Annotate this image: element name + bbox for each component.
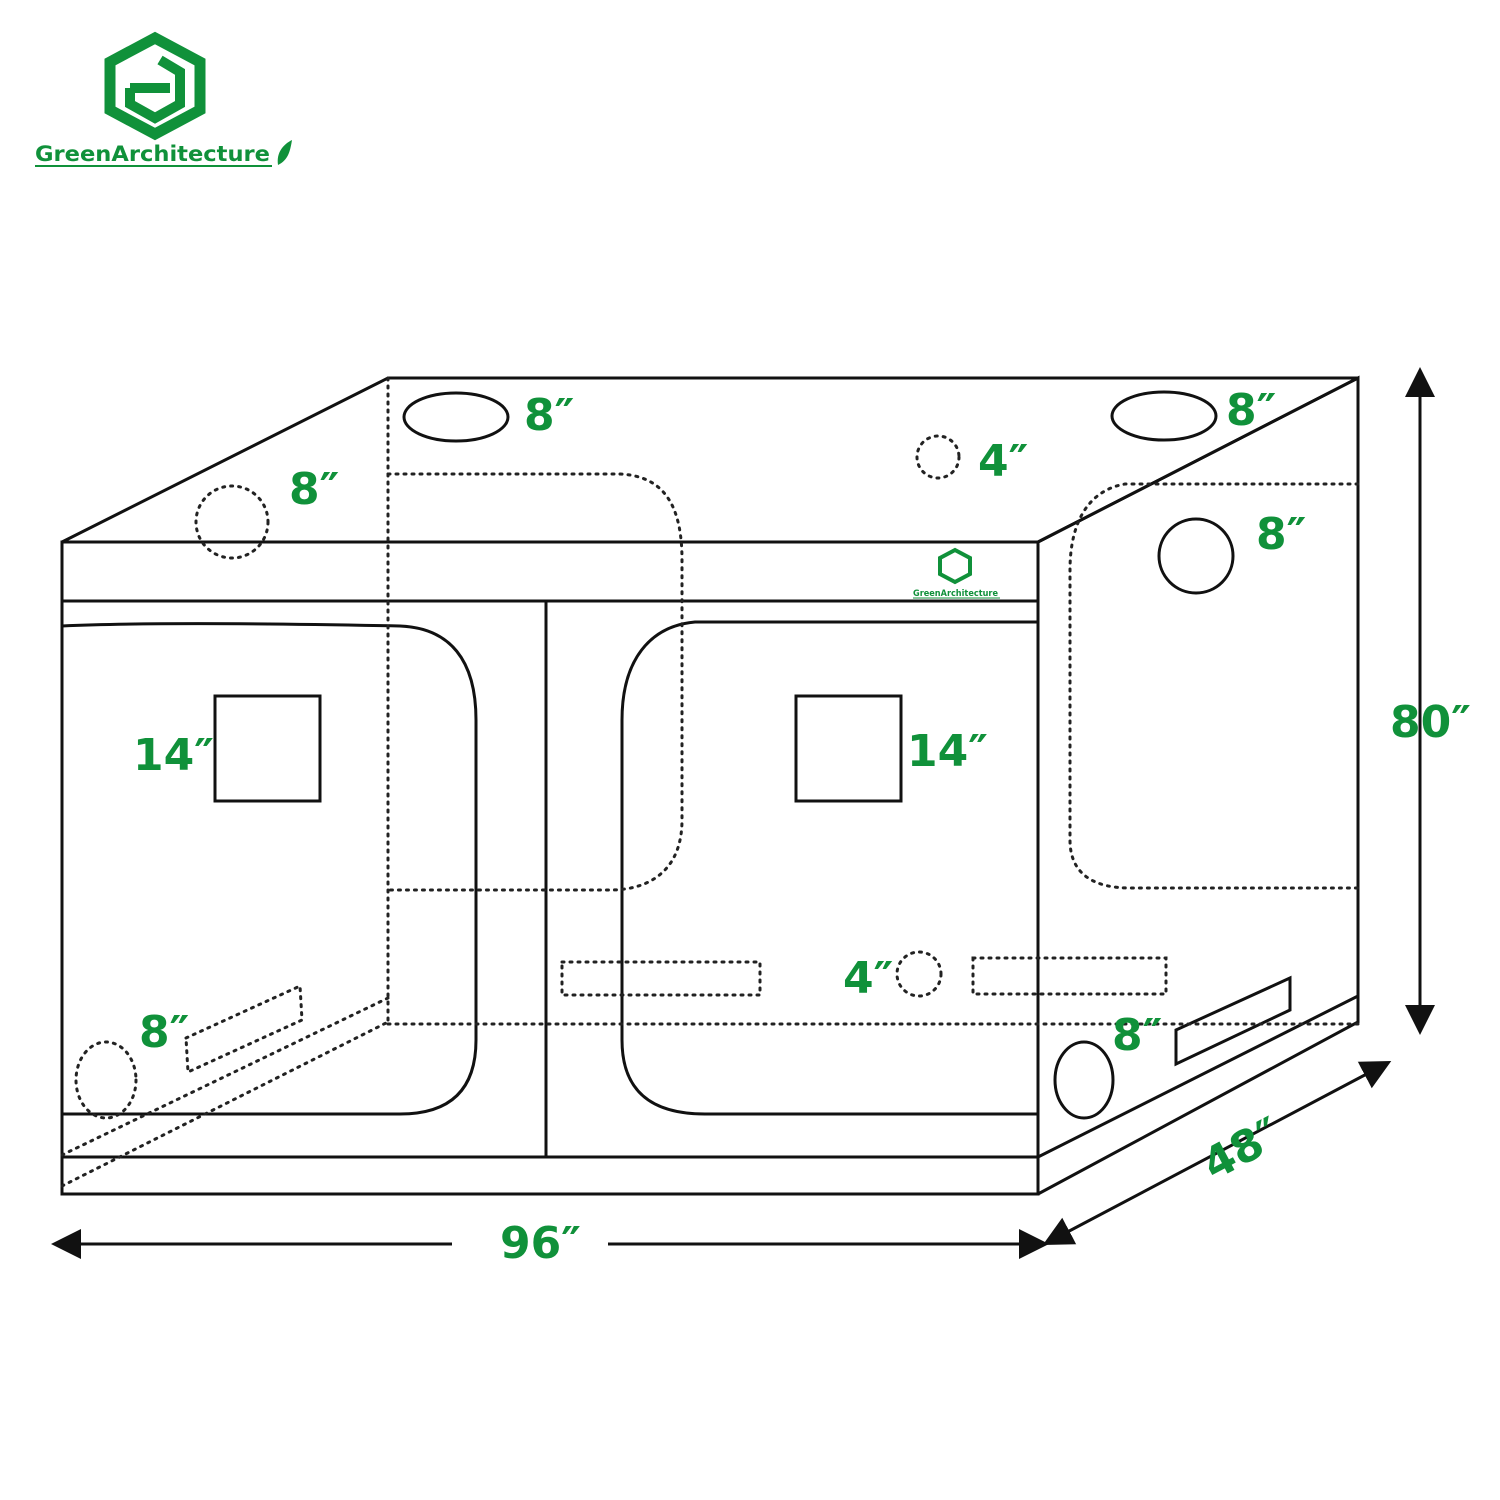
brand-logo: GreenArchitecture — [35, 31, 292, 167]
dimension-labels: 96″ 80″ 48″ — [500, 697, 1471, 1269]
depth-label: 48″ — [1194, 1108, 1289, 1191]
small-logo-icon: GreenArchitecture — [913, 547, 1000, 599]
logo-hexagon-icon — [104, 31, 206, 141]
width-label: 96″ — [500, 1218, 581, 1269]
left-window-label: 14″ — [133, 730, 214, 781]
top-center-port-label: 4″ — [978, 436, 1028, 487]
brand-name: GreenArchitecture — [35, 142, 270, 166]
right-window-label: 14″ — [907, 726, 988, 777]
height-label: 80″ — [1390, 697, 1471, 748]
left-side-port-label: 8″ — [289, 464, 339, 515]
small-brand-name: GreenArchitecture — [913, 589, 998, 599]
top-left-port-label: 8″ — [524, 390, 574, 441]
depth-arrow — [1042, 1060, 1392, 1246]
top-right-port-label: 8″ — [1226, 385, 1276, 436]
bottom-right-port-label: 8″ — [1112, 1010, 1162, 1061]
dimension-arrows — [51, 367, 1435, 1259]
leaf-icon — [277, 140, 292, 165]
bottom-left-port-label: 8″ — [139, 1007, 189, 1058]
tent-outline — [60, 375, 1360, 1196]
right-side-top-port-label: 8″ — [1256, 509, 1306, 560]
port-labels: 8″ 8″ 4″ 8″ 8″ 14″ 14″ 8″ 4″ 8″ — [133, 385, 1306, 1061]
bottom-center-port-label: 4″ — [843, 953, 893, 1004]
hidden-lines — [60, 376, 1360, 1188]
